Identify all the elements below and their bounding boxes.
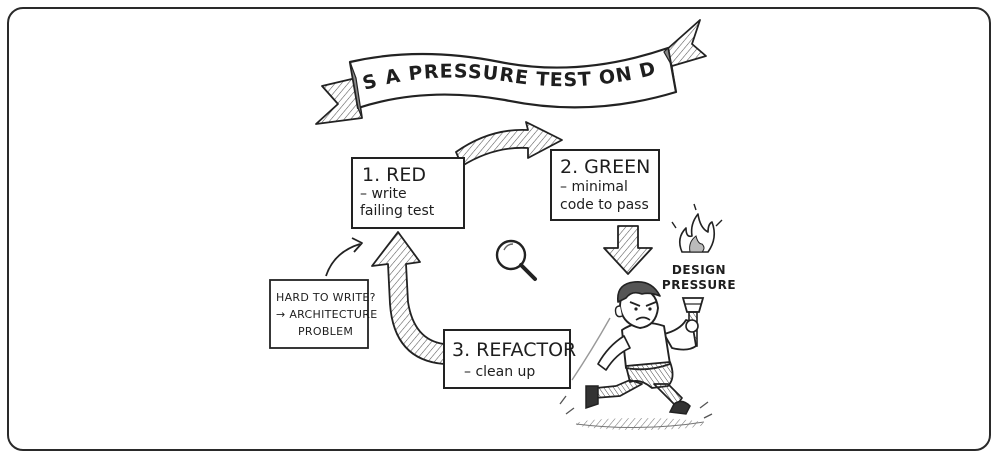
title-banner: TDD IS A PRESSURE TEST ON DESIGN	[0, 0, 707, 125]
step-green-title: 2. GREEN	[560, 156, 650, 178]
magnifier-icon	[495, 239, 537, 281]
step-refactor-box: 3. REFACTOR – clean up	[443, 329, 576, 389]
step-refactor-title: 3. REFACTOR	[452, 339, 576, 361]
design-pressure-line1: DESIGN	[672, 263, 726, 277]
arrow-refactor-to-red	[371, 231, 445, 365]
step-red-line2: failing test	[360, 203, 435, 219]
step-refactor-line1: – clean up	[464, 364, 535, 380]
arrow-red-to-green	[455, 121, 563, 167]
flame-icon	[671, 203, 723, 253]
design-pressure-line2: PRESSURE	[662, 278, 736, 292]
step-red-line1: – write	[360, 186, 407, 202]
note-line2: → ARCHITECTURE	[276, 308, 377, 321]
note-line1: HARD TO WRITE?	[276, 291, 376, 304]
step-green-box: 2. GREEN – minimal code to pass	[550, 149, 660, 221]
banner-title-text: TDD IS A PRESSURE TEST ON DESIGN	[0, 0, 658, 95]
runner-figure	[559, 280, 713, 430]
step-green-line1: – minimal	[560, 179, 628, 195]
arrow-green-down	[603, 225, 653, 275]
note-line3: PROBLEM	[298, 325, 353, 338]
motion-line	[571, 317, 611, 381]
step-green-line2: code to pass	[560, 197, 649, 213]
step-red-box: 1. RED – write failing test	[351, 157, 465, 229]
step-red-title: 1. RED	[362, 164, 426, 186]
arrow-note-to-red	[325, 237, 363, 277]
architecture-note-box: HARD TO WRITE? → ARCHITECTURE PROBLEM	[269, 279, 377, 349]
